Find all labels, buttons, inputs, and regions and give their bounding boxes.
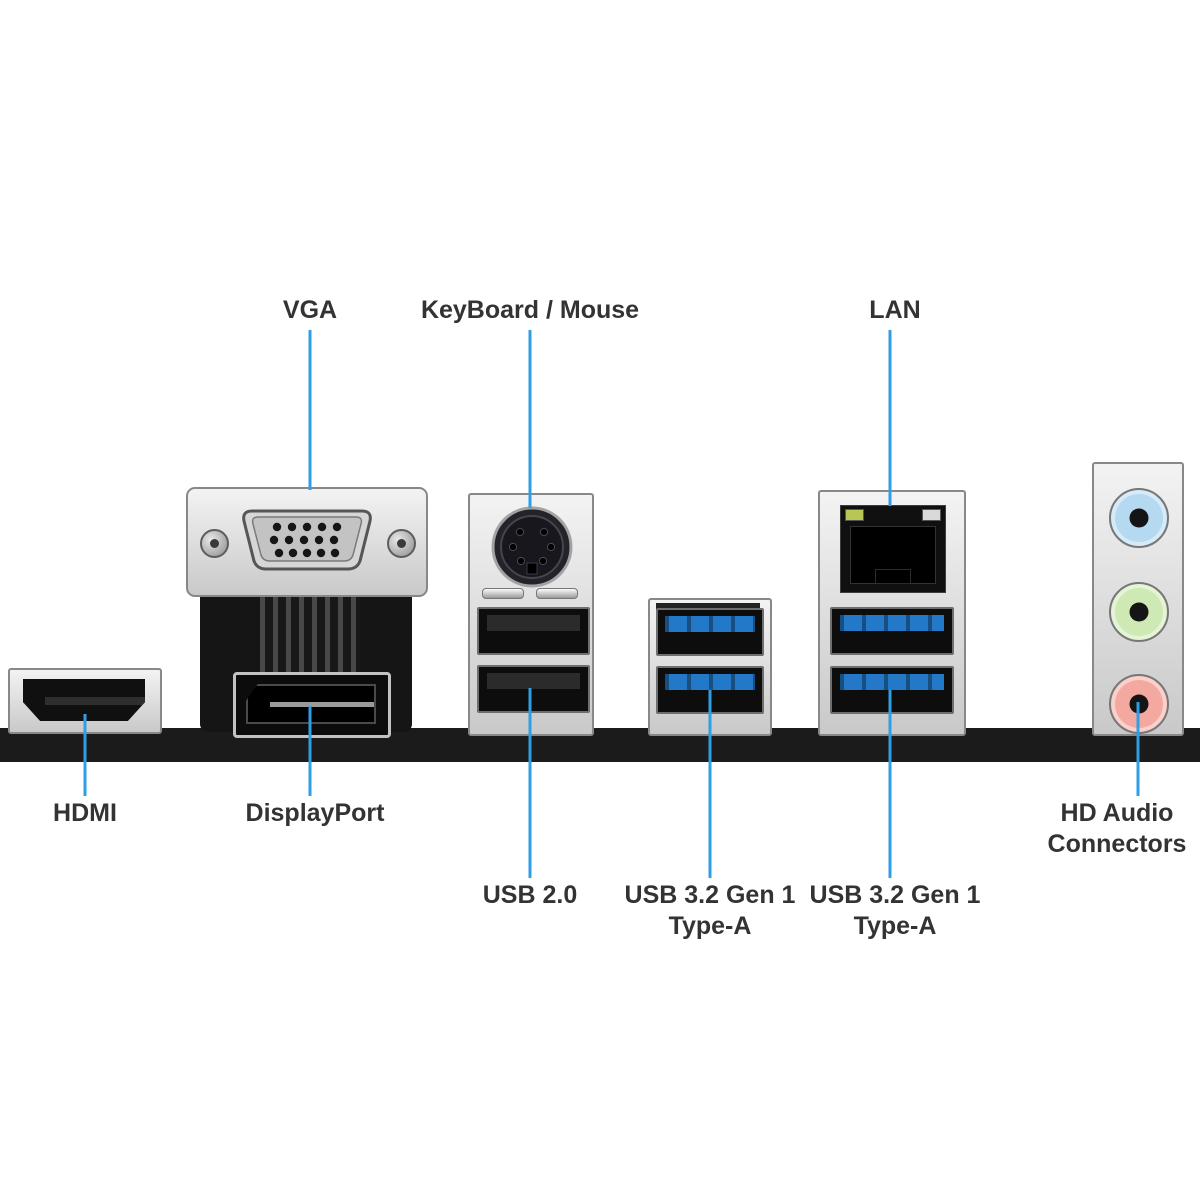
label-usb32-left-line1: USB 3.2 Gen 1 bbox=[624, 881, 796, 909]
label-usb32-left-line2: Type-A bbox=[668, 912, 752, 940]
callout-line-lan bbox=[888, 330, 892, 506]
usb-block-cap bbox=[656, 603, 760, 610]
label-usb32-right-line2: Type-A bbox=[853, 912, 937, 940]
label-keyboard-mouse: KeyBoard / Mouse bbox=[420, 296, 640, 324]
jack-hole bbox=[1129, 508, 1149, 528]
label-hd-audio: HD Audio Connectors bbox=[1048, 798, 1187, 860]
lan-port bbox=[840, 505, 946, 593]
label-usb2: USB 2.0 bbox=[482, 881, 578, 909]
label-vga: VGA bbox=[282, 296, 338, 324]
label-hdmi: HDMI bbox=[53, 799, 117, 827]
usb32-port-3 bbox=[830, 607, 954, 655]
audio-jack-line-out bbox=[1109, 582, 1169, 642]
label-hd-audio-line1: HD Audio bbox=[1060, 799, 1174, 827]
usb-tongue bbox=[486, 614, 581, 631]
hd-audio-block bbox=[1092, 462, 1184, 736]
displayport-port bbox=[233, 672, 391, 738]
callout-line-usb32-right bbox=[888, 690, 892, 878]
lan-jack-opening bbox=[850, 526, 936, 584]
callout-line-hdmi bbox=[83, 714, 87, 796]
vga-screw-left bbox=[200, 529, 229, 558]
label-displayport: DisplayPort bbox=[245, 799, 385, 827]
usb32-port-1 bbox=[656, 608, 764, 656]
jack-hole bbox=[1129, 602, 1149, 622]
callout-line-displayport bbox=[308, 706, 312, 796]
usb2-port-1 bbox=[477, 607, 590, 655]
panel-vent bbox=[536, 588, 578, 599]
usb-tongue bbox=[840, 673, 944, 690]
audio-jack-line-in bbox=[1109, 488, 1169, 548]
label-usb32-right: USB 3.2 Gen 1 Type-A bbox=[810, 880, 981, 942]
callout-line-vga bbox=[308, 330, 312, 490]
motherboard-edge-bar bbox=[0, 728, 1200, 762]
vga-connector bbox=[242, 509, 372, 571]
displayport-contacts bbox=[270, 702, 374, 707]
label-hd-audio-line2: Connectors bbox=[1047, 830, 1187, 858]
callout-line-usb2 bbox=[528, 688, 532, 878]
lan-led-right bbox=[922, 509, 941, 521]
usb-tongue bbox=[486, 672, 581, 689]
usb-tongue bbox=[665, 615, 755, 632]
usb2-port-2 bbox=[477, 665, 590, 713]
usb32-port-4 bbox=[830, 666, 954, 714]
ps2-port bbox=[491, 506, 573, 588]
vga-screw-right bbox=[387, 529, 416, 558]
label-usb32-right-line1: USB 3.2 Gen 1 bbox=[809, 881, 981, 909]
panel-vent bbox=[482, 588, 524, 599]
callout-line-keyboard-mouse bbox=[528, 330, 532, 508]
label-usb32-left: USB 3.2 Gen 1 Type-A bbox=[625, 880, 796, 942]
usb-tongue bbox=[840, 614, 944, 631]
usb-tongue bbox=[665, 673, 755, 690]
callout-line-hd-audio bbox=[1136, 702, 1140, 796]
lan-led-left bbox=[845, 509, 864, 521]
lan-clip-notch bbox=[875, 569, 911, 584]
vga-port bbox=[186, 487, 428, 597]
callout-line-usb32-left bbox=[708, 690, 712, 878]
hdmi-contact-slot bbox=[45, 697, 145, 705]
label-lan: LAN bbox=[869, 296, 921, 324]
